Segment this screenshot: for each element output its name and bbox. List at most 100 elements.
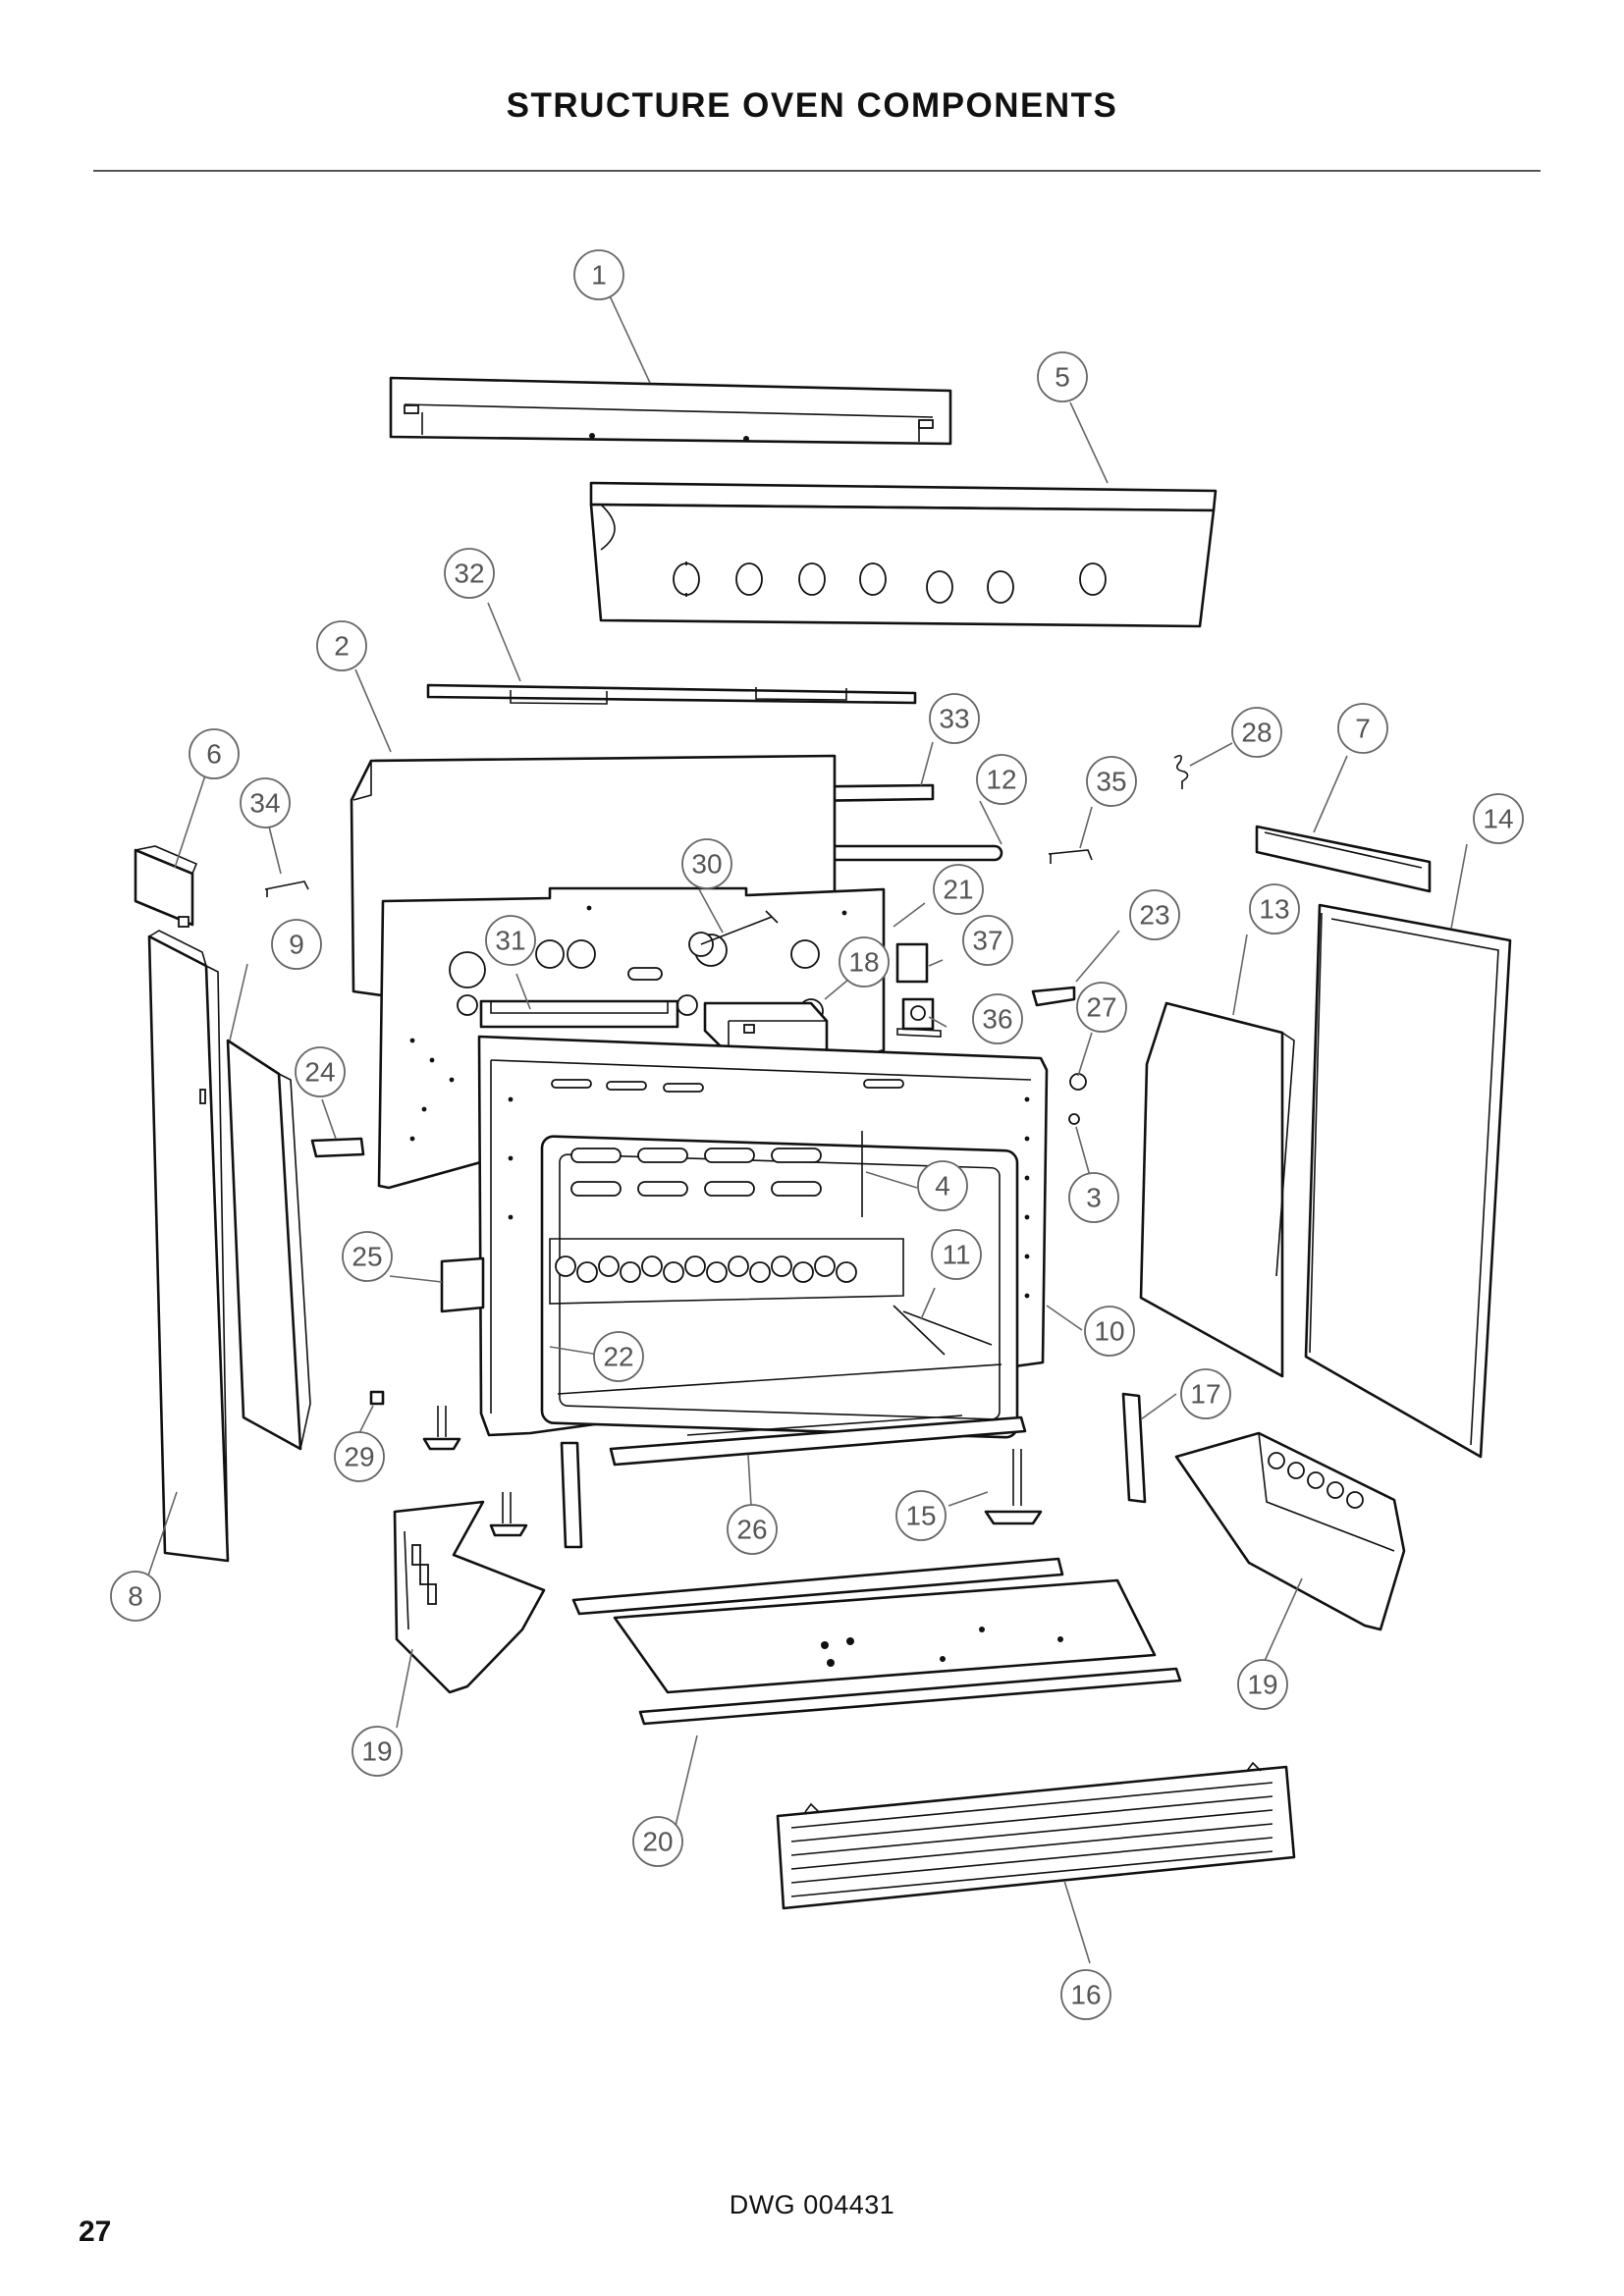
callout-33: 33 (929, 693, 980, 744)
part-1-top-trim (389, 376, 952, 446)
callout-21: 21 (933, 864, 984, 915)
callout-label: 33 (939, 704, 969, 734)
callout-label: 4 (935, 1171, 950, 1201)
part-37-plate (895, 942, 929, 984)
callout-28: 28 (1231, 707, 1282, 758)
callout-label: 19 (1247, 1670, 1277, 1700)
part-29-block (369, 1390, 385, 1406)
part-14-right-side-panel (1304, 903, 1512, 1459)
callout-20: 20 (632, 1816, 683, 1867)
callout-37: 37 (962, 915, 1013, 966)
part-19-left-base-bracket (393, 1500, 546, 1694)
part-26-door-trim (609, 1415, 1027, 1467)
callout-label: 18 (848, 947, 879, 978)
callout-13: 13 (1249, 883, 1300, 934)
callout-label: 11 (942, 1240, 970, 1270)
callout-27: 27 (1076, 982, 1127, 1033)
callout-label: 22 (603, 1342, 633, 1372)
callout-label: 1 (591, 260, 607, 291)
callout-label: 23 (1139, 900, 1169, 931)
callout-label: 2 (334, 631, 350, 662)
part-15-foot (984, 1449, 1043, 1525)
callout-label: 15 (905, 1501, 936, 1531)
callout-label: 13 (1259, 894, 1289, 925)
callout-31: 31 (485, 915, 536, 966)
callout-label: 16 (1070, 1980, 1101, 2010)
part-19-right-base-bracket (1174, 1431, 1406, 1631)
part-5-control-panel (589, 481, 1218, 628)
callout-14: 14 (1473, 793, 1524, 844)
callout-label: 28 (1241, 718, 1272, 748)
callout-label: 7 (1355, 714, 1371, 744)
callout-label: 29 (344, 1442, 374, 1472)
callout-26: 26 (727, 1504, 778, 1555)
callout-label: 27 (1086, 992, 1116, 1023)
page-number: 27 (79, 2216, 112, 2248)
foot-left-a (422, 1406, 461, 1451)
callout-18: 18 (839, 936, 890, 988)
part-35-clip (1048, 849, 1093, 864)
part-20-base-tray (571, 1557, 1182, 1726)
callout-label: 37 (972, 926, 1002, 956)
part-13-right-inner-panel (1139, 1001, 1295, 1378)
part-23-clip (1031, 986, 1076, 1007)
part-31-u-bracket (479, 999, 679, 1029)
part-32-top-bracket (426, 683, 917, 705)
callout-19-right: 19 (1237, 1659, 1288, 1710)
callout-label: 3 (1086, 1183, 1102, 1213)
callout-30: 30 (681, 838, 732, 889)
part-27-knob (1069, 1073, 1087, 1091)
callout-label: 17 (1190, 1379, 1220, 1410)
part-3-knob (1068, 1113, 1080, 1125)
callout-label: 20 (642, 1827, 673, 1857)
callout-label: 19 (361, 1736, 392, 1767)
callout-label: 6 (206, 739, 222, 770)
callout-label: 21 (943, 875, 973, 905)
callout-5: 5 (1037, 351, 1088, 402)
callout-16: 16 (1060, 1969, 1111, 2020)
callout-36: 36 (972, 993, 1023, 1044)
part-17-hinge (1121, 1392, 1147, 1504)
callout-label: 26 (736, 1515, 767, 1545)
callout-7: 7 (1337, 703, 1388, 754)
part-25-bracket (440, 1256, 485, 1313)
callout-22: 22 (593, 1331, 644, 1382)
callout-8: 8 (110, 1571, 161, 1622)
callout-label: 8 (128, 1581, 143, 1612)
foot-left-b (489, 1492, 528, 1537)
drawing-number: DWG 004431 (729, 2190, 895, 2219)
callout-4: 4 (917, 1160, 968, 1211)
part-30-element (688, 910, 779, 957)
callout-2: 2 (316, 620, 367, 671)
callout-19-left: 19 (352, 1726, 403, 1777)
callout-label: 25 (352, 1242, 382, 1272)
part-36-switch (896, 997, 942, 1038)
callout-25: 25 (342, 1231, 393, 1282)
part-11-bottom-liner (893, 1305, 946, 1356)
callout-1: 1 (573, 249, 624, 300)
part-6-side-box (134, 845, 198, 928)
callout-29: 29 (334, 1431, 385, 1482)
callout-34: 34 (240, 777, 291, 828)
callout-15: 15 (895, 1490, 947, 1541)
part-24-clip (310, 1137, 365, 1158)
part-34-clip (264, 881, 309, 897)
callout-label: 14 (1483, 804, 1513, 834)
hinge-left (560, 1441, 583, 1549)
callout-17: 17 (1180, 1368, 1231, 1419)
callout-24: 24 (295, 1046, 346, 1097)
callout-10: 10 (1084, 1306, 1135, 1357)
callout-label: 35 (1096, 767, 1126, 797)
leader-lines (146, 289, 1468, 1964)
callout-23: 23 (1129, 889, 1180, 940)
callout-label: 5 (1055, 362, 1070, 393)
callout-label: 34 (249, 788, 280, 819)
callout-label: 30 (691, 849, 722, 880)
callout-35: 35 (1086, 756, 1137, 807)
part-8-left-side-panel (147, 930, 230, 1563)
part-16-kick-panel (776, 1761, 1296, 1910)
callout-label: 10 (1094, 1316, 1124, 1347)
part-7-top-rail (1255, 825, 1432, 893)
callout-6: 6 (189, 728, 240, 779)
